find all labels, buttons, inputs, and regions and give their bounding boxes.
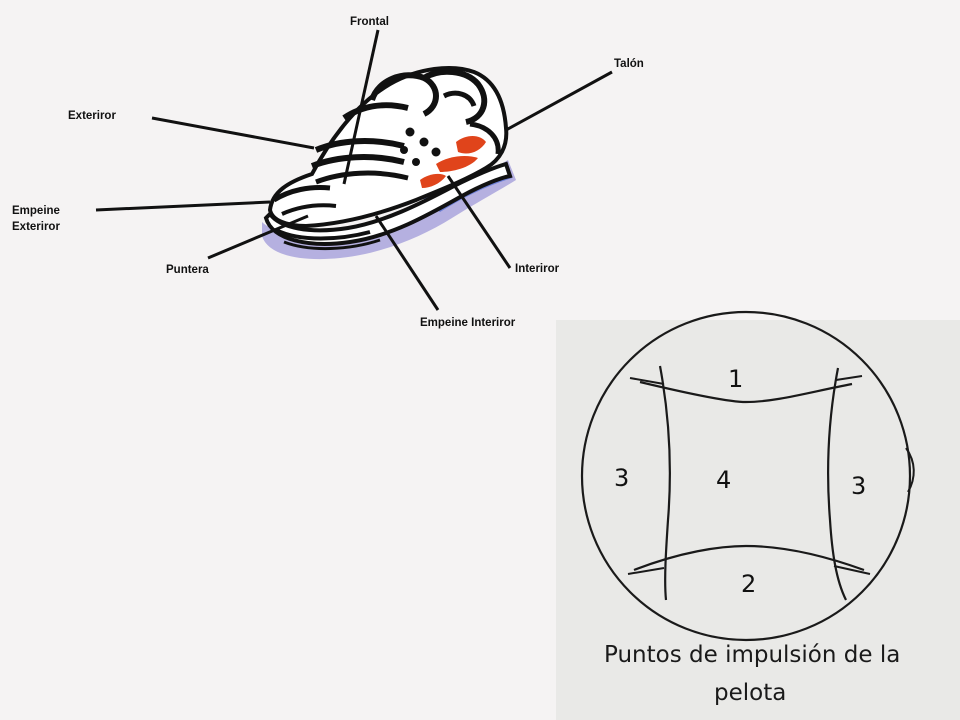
- label-empeine-interior: Empeine Interiror: [420, 317, 516, 329]
- ball-outline: [580, 310, 912, 642]
- heel-accent-3: [420, 173, 446, 188]
- seam-top: [639, 380, 853, 404]
- label-exterior: Exteriror: [68, 110, 116, 122]
- leader-exterior: [151, 116, 315, 150]
- leader-empeine-exterior: [95, 200, 271, 212]
- eyelet-3: [431, 147, 441, 157]
- sole-stripe-1: [275, 228, 371, 241]
- shoe-leader-lines: [95, 29, 613, 311]
- sole-stripe-2: [283, 238, 381, 250]
- shoe-labels: Frontal Talón Exteriror Empeine Exteriro…: [12, 16, 644, 329]
- seam-bottom: [633, 544, 865, 572]
- shoe-illustration: [262, 66, 516, 260]
- heel-accent-1: [456, 136, 486, 154]
- zone-number-left: 3: [614, 464, 629, 492]
- lace-stripe-4: [342, 102, 409, 121]
- lace-stripe-2: [310, 154, 405, 169]
- leader-frontal: [342, 29, 380, 185]
- leader-empeine-interior: [374, 215, 440, 311]
- ball-panel: 1 2 3 3 4 Puntos de impulsión de la pelo…: [556, 310, 960, 720]
- heel-accent-2: [436, 156, 478, 172]
- seam-right: [826, 367, 847, 601]
- ball-panel-background: [556, 320, 960, 720]
- collar-loop-3: [442, 90, 477, 108]
- collar-loop-1: [369, 72, 439, 117]
- leader-talon: [505, 70, 613, 132]
- lace-stripe-1: [314, 138, 405, 153]
- ball-caption-line1: Puntos de impulsión de la: [604, 642, 900, 668]
- seam-corner-tl: [629, 377, 665, 385]
- seam-left: [658, 365, 672, 601]
- zone-number-bottom: 2: [741, 570, 756, 598]
- seam-corner-br: [833, 565, 871, 575]
- collar-loop-2: [422, 68, 488, 125]
- zone-number-center: 4: [716, 466, 731, 494]
- heel-counter: [469, 121, 501, 155]
- eyelet-2: [419, 137, 429, 147]
- ball-caption-line2: pelota: [714, 680, 786, 706]
- label-frontal: Frontal: [350, 16, 389, 28]
- eyelet-1: [405, 127, 415, 137]
- label-empeine-exterior-line1: Empeine: [12, 205, 60, 217]
- eyelet-4: [400, 146, 408, 154]
- leader-puntera: [207, 214, 309, 260]
- seam-corner-bl: [627, 567, 665, 575]
- eyelet-5: [412, 158, 420, 166]
- ball-edge-bump-right: [905, 447, 915, 493]
- toe-line-2: [281, 203, 337, 216]
- label-empeine-exterior-line2: Exteriror: [12, 221, 60, 233]
- label-talon: Talón: [614, 58, 644, 70]
- seam-corner-tr: [835, 375, 863, 381]
- zone-number-right: 3: [851, 472, 866, 500]
- leader-interior: [446, 175, 512, 269]
- label-puntera: Puntera: [166, 264, 209, 276]
- lace-stripe-3: [315, 170, 409, 185]
- zone-number-top: 1: [728, 365, 743, 393]
- toe-line-1: [272, 185, 331, 203]
- label-interior: Interiror: [515, 263, 560, 275]
